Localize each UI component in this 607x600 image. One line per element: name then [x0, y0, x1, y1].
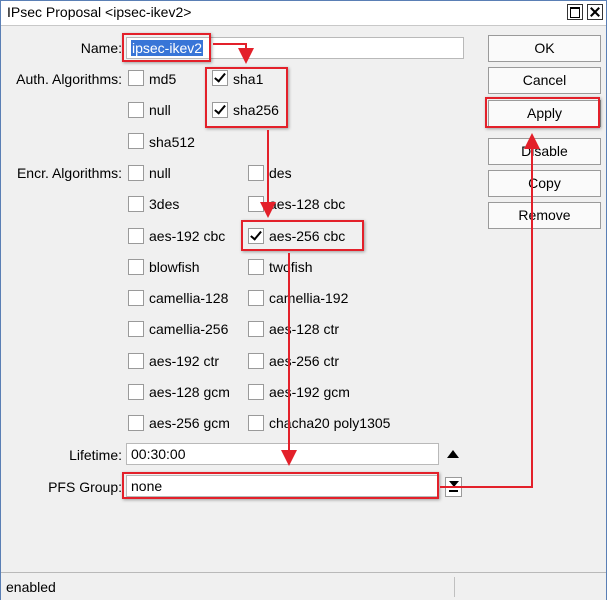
encr-chacha20-poly1305-checkbox[interactable] [248, 415, 264, 431]
encr-null-checkbox[interactable] [128, 165, 144, 181]
encr-aes-256-ctr-checkbox[interactable] [248, 353, 264, 369]
encr-algorithms-label: Encr. Algorithms: [16, 165, 122, 181]
auth-sha256-checkbox[interactable] [212, 102, 228, 118]
encr-camellia-192-checkbox[interactable] [248, 290, 264, 306]
encr-twofish-label: twofish [269, 259, 313, 275]
auth-sha512-label: sha512 [149, 134, 195, 150]
lifetime-label: Lifetime: [69, 447, 122, 463]
encr-aes-256-ctr-label: aes-256 ctr [269, 353, 340, 369]
status-text: enabled [6, 579, 56, 595]
auth-null-checkbox[interactable] [128, 102, 144, 118]
auth-algorithms-label: Auth. Algorithms: [16, 71, 122, 87]
auth-sha1-checkbox[interactable] [212, 70, 228, 86]
highlight-name [122, 33, 211, 62]
encr-aes-192-gcm-label: aes-192 gcm [269, 384, 350, 400]
encr-blowfish-checkbox[interactable] [128, 259, 144, 275]
encr-chacha20-poly1305-label: chacha20 poly1305 [269, 415, 391, 431]
window-title: IPsec Proposal <ipsec-ikev2> [7, 4, 192, 20]
highlight-pfs [122, 472, 439, 499]
encr-aes-128-gcm-label: aes-128 gcm [149, 384, 230, 400]
highlight-apply [485, 97, 600, 128]
encr-aes-192-ctr-checkbox[interactable] [128, 353, 144, 369]
encr-aes-256-cbc-checkbox[interactable] [248, 228, 264, 244]
encr-aes-256-gcm-checkbox[interactable] [128, 415, 144, 431]
encr-aes-192-gcm-checkbox[interactable] [248, 384, 264, 400]
encr-aes-192-ctr-label: aes-192 ctr [149, 353, 220, 369]
encr-aes-192-cbc-checkbox[interactable] [128, 228, 144, 244]
encr-blowfish-label: blowfish [149, 259, 200, 275]
close-icon[interactable] [587, 4, 603, 20]
encr-camellia-128-checkbox[interactable] [128, 290, 144, 306]
copy-button[interactable]: Copy [488, 170, 601, 197]
maximize-icon[interactable] [567, 4, 583, 20]
auth-sha256-label: sha256 [233, 102, 279, 118]
remove-button[interactable]: Remove [488, 202, 601, 229]
encr-camellia-192-label: camellia-192 [269, 290, 349, 306]
dropdown-arrow-icon[interactable] [445, 477, 462, 497]
collapse-arrow-icon[interactable] [447, 450, 459, 458]
name-value: ipsec-ikev2 [131, 40, 204, 56]
encr-aes-256-cbc-label: aes-256 cbc [269, 228, 346, 244]
name-label: Name: [80, 40, 122, 56]
auth-md5-checkbox[interactable] [128, 70, 144, 86]
cancel-button[interactable]: Cancel [488, 67, 601, 94]
pfs-group-value: none [131, 478, 163, 494]
auth-sha512-checkbox[interactable] [128, 133, 144, 149]
encr-twofish-checkbox[interactable] [248, 259, 264, 275]
encr-camellia-128-label: camellia-128 [149, 290, 229, 306]
lifetime-value: 00:30:00 [131, 446, 186, 462]
encr-camellia-256-checkbox[interactable] [128, 321, 144, 337]
status-bar: enabled [1, 572, 606, 600]
encr-des-label: des [269, 165, 292, 181]
encr-aes-128-cbc-label: aes-128 cbc [269, 196, 346, 212]
auth-null-label: null [149, 102, 171, 118]
auth-sha1-label: sha1 [233, 71, 264, 87]
pfs-group-label: PFS Group: [48, 479, 122, 495]
highlight-encr [241, 220, 364, 251]
encr-3des-checkbox[interactable] [128, 196, 144, 212]
encr-camellia-256-label: camellia-256 [149, 321, 229, 337]
encr-aes-256-gcm-label: aes-256 gcm [149, 415, 230, 431]
disable-button[interactable]: Disable [488, 138, 601, 165]
encr-aes-128-ctr-checkbox[interactable] [248, 321, 264, 337]
status-divider [454, 577, 455, 597]
pfs-group-select[interactable]: none [126, 475, 439, 497]
encr-null-label: null [149, 165, 171, 181]
encr-aes-192-cbc-label: aes-192 cbc [149, 228, 226, 244]
auth-md5-label: md5 [149, 71, 177, 87]
highlight-auth [205, 67, 288, 128]
title-bar[interactable]: IPsec Proposal <ipsec-ikev2> [1, 1, 606, 26]
lifetime-input[interactable]: 00:30:00 [126, 443, 439, 465]
encr-aes-128-ctr-label: aes-128 ctr [269, 321, 340, 337]
encr-aes-128-cbc-checkbox[interactable] [248, 196, 264, 212]
ok-button[interactable]: OK [488, 35, 601, 62]
encr-3des-label: 3des [149, 196, 180, 212]
encr-aes-128-gcm-checkbox[interactable] [128, 384, 144, 400]
encr-des-checkbox[interactable] [248, 165, 264, 181]
